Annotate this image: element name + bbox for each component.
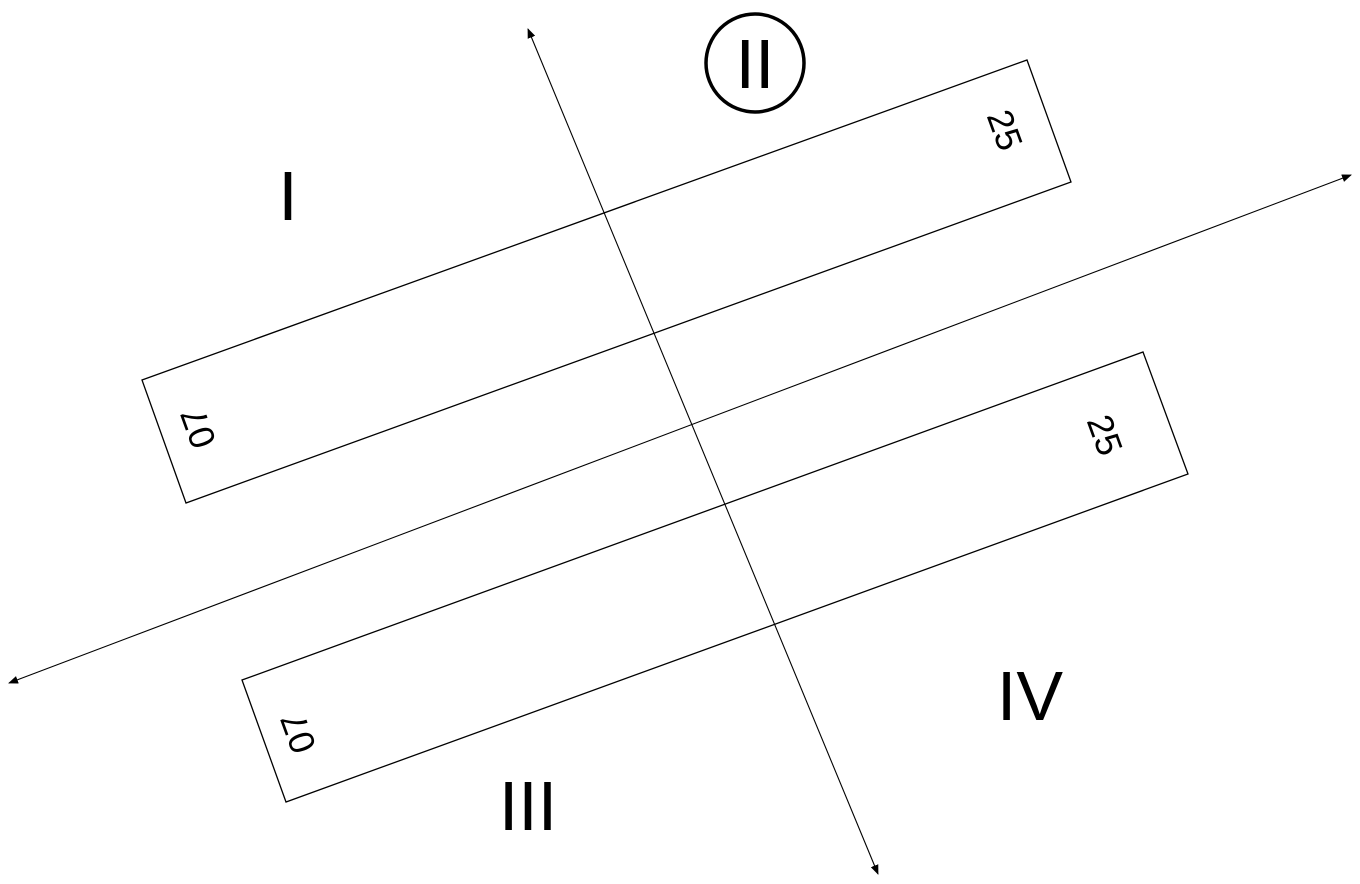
lower-runway-end-25-label: 25 — [1079, 409, 1131, 461]
upper-runway-end-25-label: 25 — [979, 104, 1031, 156]
quadrant-label-iv: IV — [997, 657, 1063, 735]
quadrant-label-i: I — [278, 157, 297, 235]
lower-runway-end-07-label: 07 — [272, 707, 324, 759]
quadrant-label-ii: II — [736, 25, 775, 103]
quadrant-ii-circle — [704, 12, 806, 114]
perpendicular-axis — [527, 28, 879, 875]
upper-runway-end-07-label: 07 — [172, 402, 224, 454]
quadrant-label-iii: III — [499, 767, 557, 845]
upper-runway-outline — [141, 59, 1072, 504]
